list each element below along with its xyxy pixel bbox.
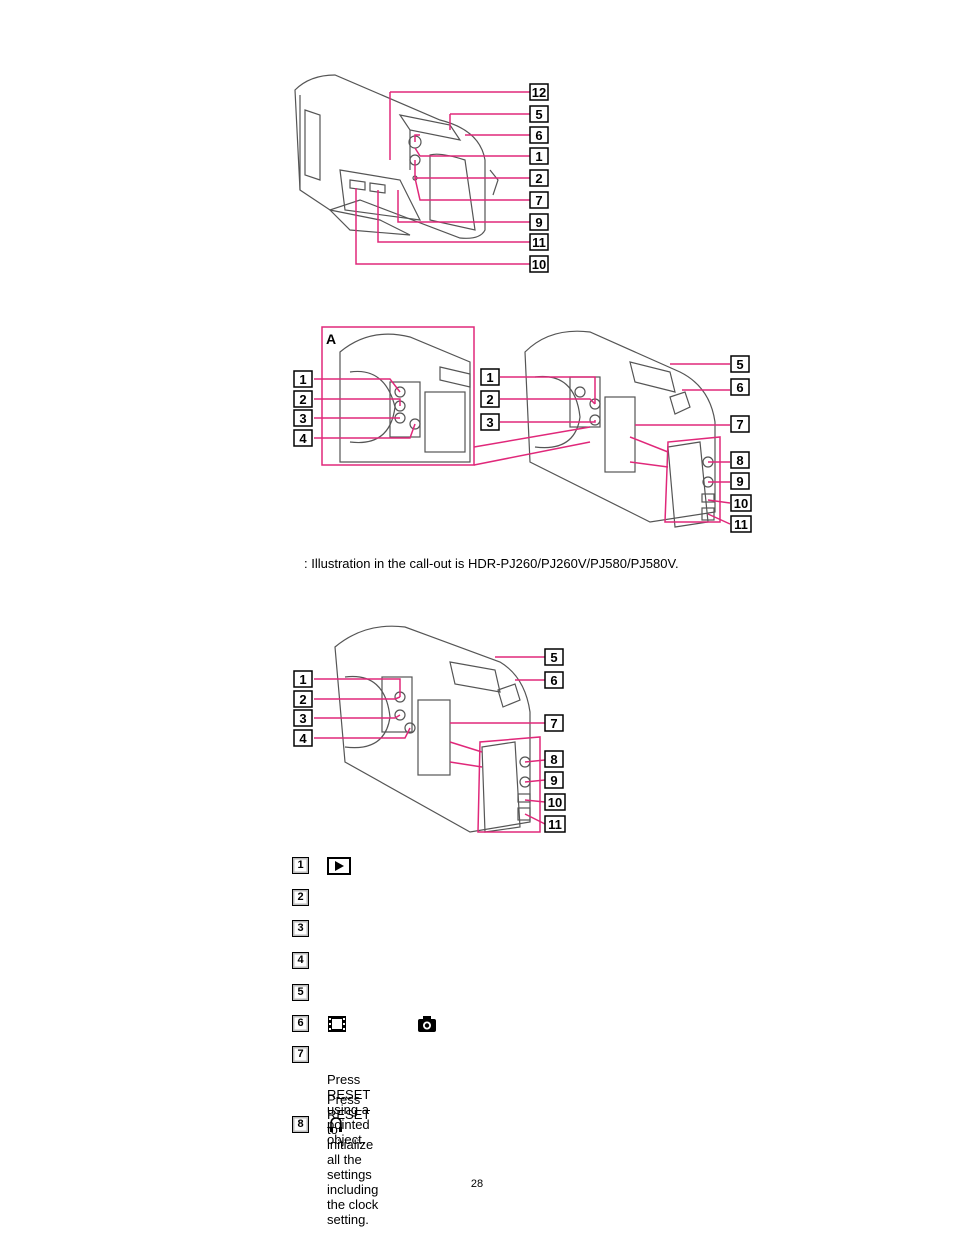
callout-label: 4 bbox=[299, 731, 307, 746]
callout-lines-3 bbox=[314, 656, 546, 833]
figure-camcorder-top: 12 5 6 1 2 7 9 11 10 bbox=[290, 70, 560, 280]
callout-label: 9 bbox=[736, 474, 743, 489]
callout-label: 8 bbox=[736, 453, 743, 468]
callout-label: 3 bbox=[299, 711, 306, 726]
camcorder-drawing-2 bbox=[524, 330, 716, 528]
callout-boxes-2: 1 2 3 4 1 2 3 5 6 7 8 9 10 bbox=[293, 355, 752, 533]
callout-label: 9 bbox=[535, 215, 542, 230]
item-number: 4 bbox=[292, 952, 309, 969]
inset-connectors bbox=[473, 426, 591, 466]
callout-label: 5 bbox=[535, 107, 542, 122]
callout-label: 7 bbox=[535, 193, 542, 208]
figure-camcorder-side: A bbox=[290, 322, 760, 537]
callout-label: 11 bbox=[532, 235, 546, 250]
callout-label: 1 bbox=[299, 672, 306, 687]
callout-label: 2 bbox=[535, 171, 542, 186]
callout-label: 11 bbox=[548, 817, 562, 832]
callout-boxes-1: 12 5 6 1 2 7 9 11 10 bbox=[529, 83, 549, 273]
callout-label: 5 bbox=[550, 650, 557, 665]
camera-icon bbox=[418, 1016, 436, 1032]
item-number: 1 bbox=[292, 857, 309, 874]
item-number: 2 bbox=[292, 889, 309, 906]
item-number: 3 bbox=[292, 920, 309, 937]
item-number: 8 bbox=[292, 1116, 309, 1133]
callout-boxes-3: 1 2 3 4 5 6 7 8 9 10 11 bbox=[293, 648, 566, 833]
callout-label: 11 bbox=[734, 517, 748, 532]
item-description: Press RESET to initialize all the settin… bbox=[327, 1092, 379, 1227]
callout-label: 6 bbox=[736, 380, 743, 395]
headphones-icon bbox=[330, 1117, 342, 1132]
callout-label: 9 bbox=[550, 773, 557, 788]
play-icon bbox=[327, 857, 351, 875]
callout-label: 4 bbox=[299, 431, 307, 446]
callout-lines-2-left bbox=[314, 378, 416, 439]
callout-label: 1 bbox=[486, 370, 493, 385]
callout-label: 3 bbox=[486, 415, 493, 430]
callout-lines-2-mid bbox=[500, 376, 596, 423]
callout-label: 6 bbox=[550, 673, 557, 688]
callout-label: 5 bbox=[736, 357, 743, 372]
callout-lines-2-right bbox=[629, 363, 731, 525]
item-description: Press RESET using a pointed object. bbox=[327, 1072, 371, 1147]
camcorder-drawing-inset bbox=[339, 333, 471, 463]
inset-label: A bbox=[326, 331, 336, 347]
item-number: 5 bbox=[292, 984, 309, 1001]
callout-label: 1 bbox=[535, 149, 542, 164]
callout-label: 2 bbox=[299, 692, 306, 707]
item-number: 6 bbox=[292, 1015, 309, 1032]
callout-label: 7 bbox=[550, 716, 557, 731]
page-number: 28 bbox=[470, 1178, 484, 1190]
callout-label: 2 bbox=[486, 392, 493, 407]
callout-label: 10 bbox=[734, 496, 748, 511]
callout-label: 12 bbox=[532, 85, 546, 100]
callout-label: 6 bbox=[535, 128, 542, 143]
callout-label: 8 bbox=[550, 752, 557, 767]
callout-label: 2 bbox=[299, 392, 306, 407]
item-number: 7 bbox=[292, 1046, 309, 1063]
callout-label: 10 bbox=[548, 795, 562, 810]
callout-label: 10 bbox=[532, 257, 546, 272]
callout-label: 7 bbox=[736, 417, 743, 432]
callout-label: 1 bbox=[299, 372, 306, 387]
inset-frame bbox=[321, 326, 475, 466]
movie-icon bbox=[328, 1016, 346, 1032]
figure-camcorder-side-2: 1 2 3 4 5 6 7 8 9 10 11 bbox=[290, 622, 580, 837]
figure-caption: : Illustration in the call-out is HDR-PJ… bbox=[304, 556, 679, 571]
callout-label: 3 bbox=[299, 411, 306, 426]
callout-lines-1 bbox=[355, 91, 530, 265]
